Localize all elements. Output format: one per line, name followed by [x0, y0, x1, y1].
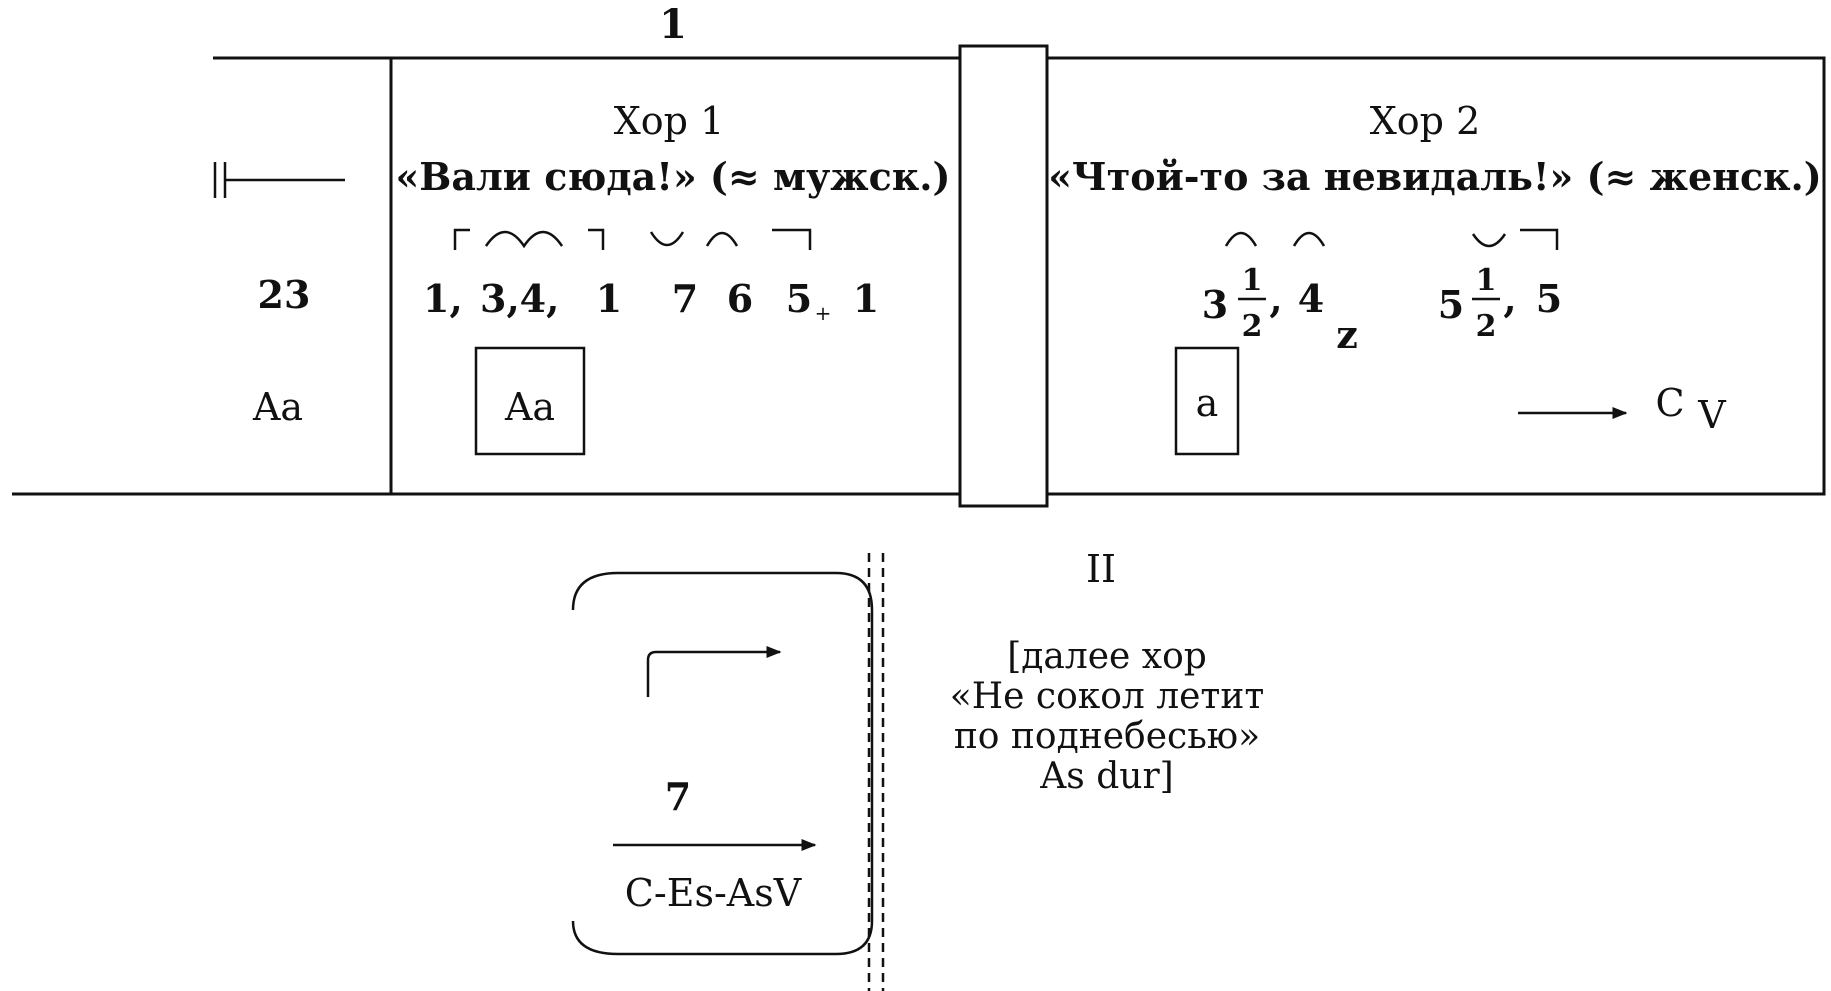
degree: 3 [1202, 282, 1228, 327]
degree: 4 [1298, 276, 1324, 321]
fraction-denominator: 2 [1476, 309, 1497, 344]
note-line: «Не сокол летит [950, 676, 1265, 717]
chorus2-subtitle: «Чтой-то за невидаль!» (≈ женск.) [1048, 154, 1822, 199]
chorus1-key-box [474, 346, 586, 456]
degree: 5 [1438, 282, 1464, 327]
continuation-note: [далее хор «Не сокол летит по поднебесью… [950, 636, 1265, 797]
modulation-bar-number: 7 [665, 774, 691, 819]
comma: , [1503, 276, 1516, 321]
chorus1-title: Хор 1 [614, 99, 725, 143]
modulation-chain: C-Es-AsV [625, 871, 802, 915]
chorus1-phrase-marks [453, 228, 812, 250]
degree: 1 [853, 276, 879, 321]
section-outline [12, 56, 1826, 496]
comma: , [1269, 276, 1282, 321]
chorus1-degree-row: 1, 3,4, 1 7 6 5 1 [423, 276, 879, 321]
degree: 5 [786, 276, 812, 321]
degree: 1 [596, 276, 622, 321]
note-line: As dur] [1039, 756, 1173, 797]
note-line: по поднебесью» [954, 716, 1260, 757]
double-bar-line-icon [213, 162, 345, 198]
chorus1-key: Aa [504, 385, 555, 429]
target-function: V [1697, 393, 1726, 437]
intro-bar-number: 23 [258, 272, 311, 317]
subscript-z: z [1336, 312, 1358, 357]
chorus2-degree-row: 3 1 2 , 4 z 5 1 2 , 5 [1202, 263, 1562, 357]
chorus2-key: a [1196, 381, 1219, 425]
target-key: C [1655, 381, 1684, 425]
modulation-bracket [571, 571, 874, 956]
degree: 3,4, [480, 276, 559, 321]
fraction-numerator: 1 [1476, 263, 1497, 298]
degree: 5 [1536, 276, 1562, 321]
note-line: [далее хор [1007, 636, 1207, 677]
fraction-numerator: 1 [1242, 263, 1263, 298]
part-label: II [1086, 547, 1116, 591]
chorus1-subtitle: «Вали сюда!» (≈ мужск.) [396, 154, 951, 199]
sharp-mark: + [815, 301, 832, 325]
degree: 7 [672, 276, 698, 321]
intro-key: Aa [252, 385, 303, 429]
turn-arrow-icon [646, 646, 782, 697]
section-number: 1 [659, 1, 687, 48]
chorus2-title: Хор 2 [1370, 99, 1481, 143]
degree: 1, [423, 276, 463, 321]
chorus2-key-box [1174, 346, 1240, 456]
degree: 6 [727, 276, 753, 321]
chorus2-phrase-marks [1224, 228, 1559, 250]
link-box [958, 44, 1049, 508]
fraction-denominator: 2 [1242, 309, 1263, 344]
